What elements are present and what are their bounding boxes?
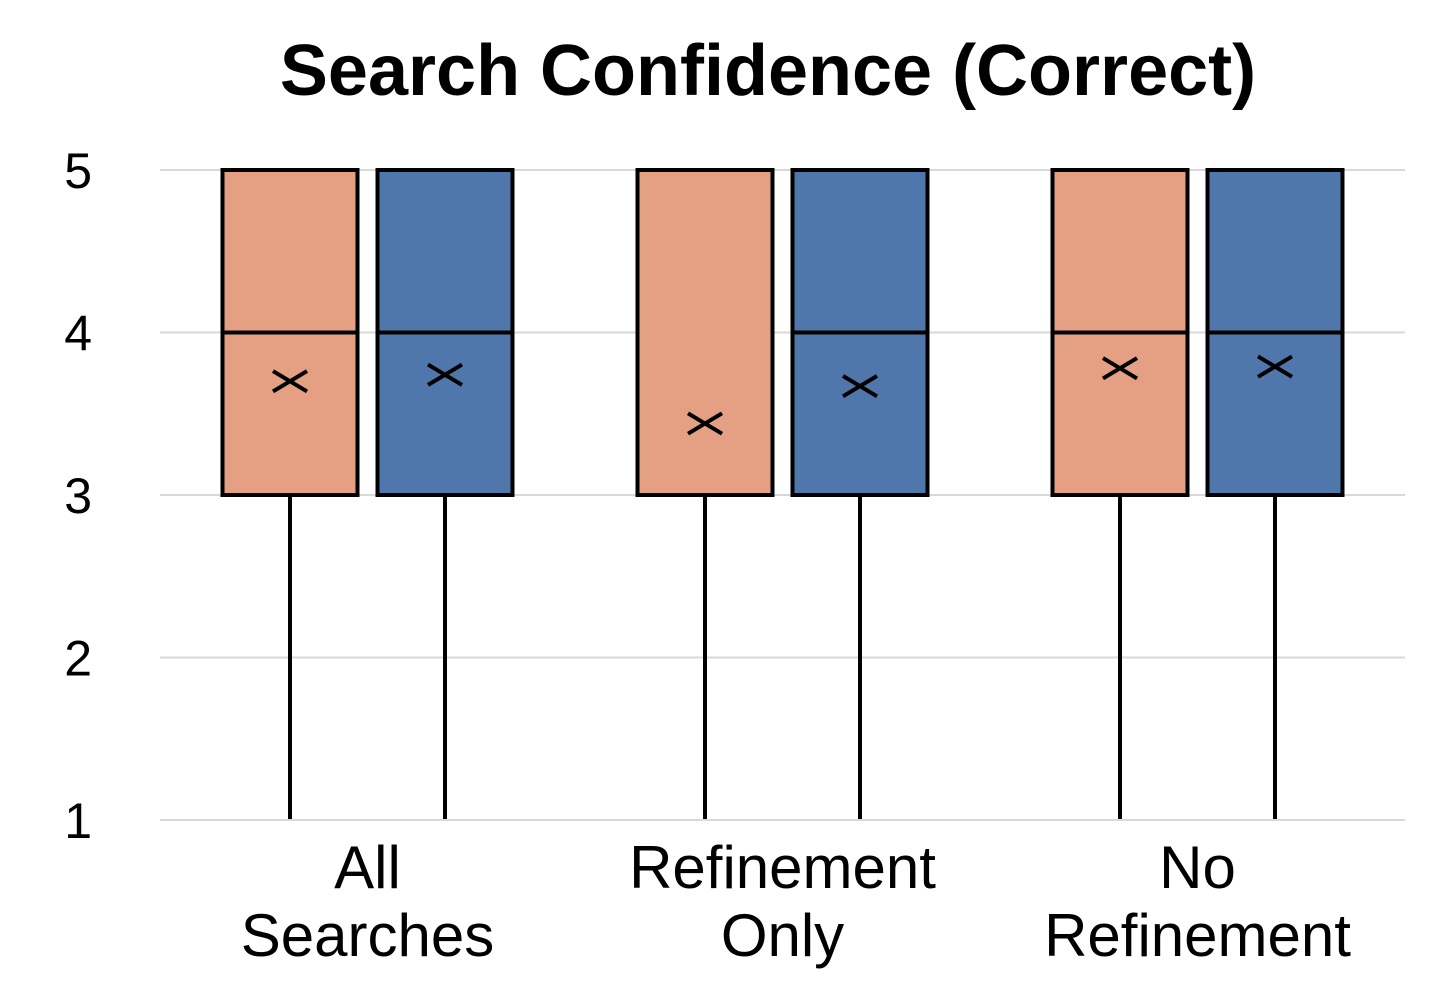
mean-marker-stroke bbox=[841, 374, 879, 399]
interquartile-box bbox=[635, 168, 775, 497]
y-tick-label: 4 bbox=[64, 306, 92, 362]
y-tick-label: 1 bbox=[64, 793, 92, 849]
y-tick-label: 2 bbox=[64, 631, 92, 687]
x-tick-label-line: Refinement bbox=[629, 834, 936, 901]
x-tick-label-line: Refinement bbox=[1044, 902, 1351, 969]
box-3-1 bbox=[1050, 168, 1190, 820]
plot-area bbox=[220, 168, 1345, 820]
mean-marker bbox=[686, 411, 724, 436]
mean-marker bbox=[841, 374, 879, 399]
mean-marker-stroke bbox=[271, 369, 309, 394]
mean-marker-stroke bbox=[426, 362, 464, 387]
mean-marker bbox=[426, 362, 464, 387]
box-2-1 bbox=[635, 168, 775, 820]
mean-marker bbox=[1256, 354, 1294, 379]
mean-marker-stroke bbox=[686, 411, 724, 436]
box-1-2 bbox=[375, 168, 515, 820]
box-2-2 bbox=[790, 168, 930, 820]
mean-marker bbox=[1101, 356, 1139, 381]
x-tick-label-line: Searches bbox=[241, 902, 494, 969]
x-tick-label-line: Only bbox=[721, 902, 844, 969]
y-axis: 1 2 3 4 5 bbox=[64, 143, 92, 849]
x-tick-label-line: All bbox=[334, 834, 401, 901]
chart-title: Search Confidence (Correct) bbox=[280, 31, 1256, 111]
y-tick-label: 3 bbox=[64, 468, 92, 524]
box-1-1 bbox=[220, 168, 360, 820]
box-3-2 bbox=[1205, 168, 1345, 820]
mean-marker-stroke bbox=[1101, 356, 1139, 381]
x-tick-label-line: No bbox=[1159, 834, 1236, 901]
mean-marker-stroke bbox=[1256, 354, 1294, 379]
mean-marker bbox=[271, 369, 309, 394]
y-tick-label: 5 bbox=[64, 143, 92, 199]
